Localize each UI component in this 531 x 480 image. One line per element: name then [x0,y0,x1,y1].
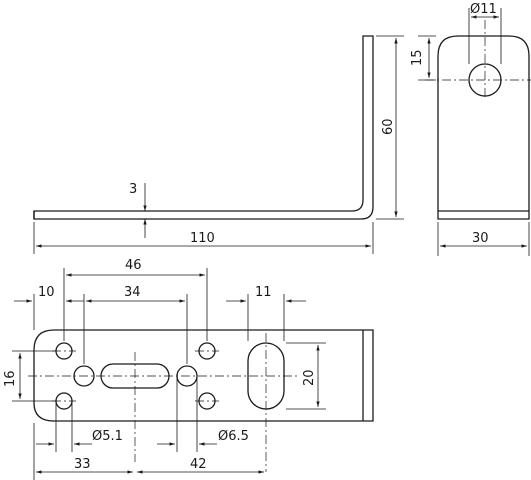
slot-width-label: 11 [255,285,272,300]
bracket-profile [33,35,374,220]
side-view: 3 110 60 [33,35,404,254]
dimension-width: 30 [437,222,530,256]
dimension-outer-spacing: 46 [66,258,205,277]
dimension-bottom-right: 42 [137,457,264,474]
small-hole-diameter-label: Ø5.1 [92,429,123,444]
edge-height-label: 16 [3,370,18,387]
thickness-label: 3 [129,182,137,197]
end-plate-outline [437,35,530,220]
bottom-left-label: 33 [74,457,91,472]
dimension-slot-width: 11 [226,285,306,303]
dimension-inner-spacing: 34 [86,285,185,303]
dimension-thickness: 3 [129,182,147,238]
dimension-slot-length: 20 [286,342,326,410]
hole-diameter-label: Ø11 [470,2,497,17]
edge-offset-label: 10 [38,285,55,300]
dimension-height: 60 [376,35,404,220]
inner-spacing-label: 34 [124,285,141,300]
dimension-hole-offset: 15 [410,35,436,81]
hole-offset-label: 15 [410,49,425,66]
dimension-small-hole: Ø5.1 [36,429,123,446]
length-label: 110 [190,231,215,246]
large-hole-diameter-label: Ø6.5 [218,429,249,444]
height-label: 60 [381,118,396,135]
dimension-bottom-left: 33 [36,457,133,474]
dimension-length: 110 [33,222,374,254]
dimension-edge-height: 16 [3,350,56,402]
end-view: Ø11 15 30 [410,2,531,256]
bottom-right-label: 42 [190,457,207,472]
plan-view: 46 34 10 11 16 [3,258,374,480]
width-label: 30 [472,231,489,246]
dimension-hole-diameter: Ø11 [468,2,502,64]
outer-spacing-label: 46 [125,258,142,273]
plate-outline [33,329,374,422]
dimension-edge-offset: 10 [14,285,84,303]
slot-length-label: 20 [302,369,317,386]
dimension-large-hole: Ø6.5 [157,429,249,446]
